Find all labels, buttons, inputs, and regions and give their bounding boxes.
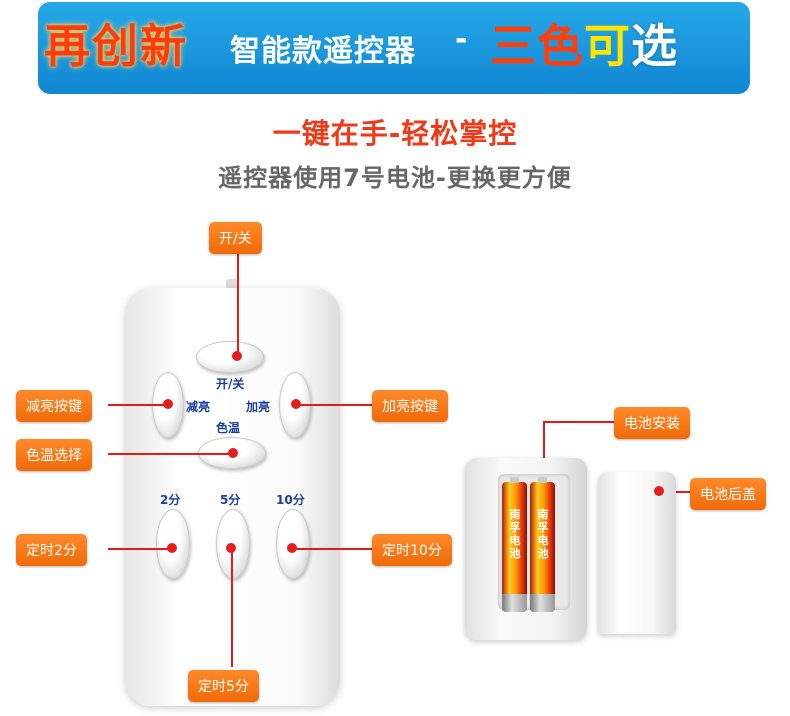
marker-dim [163,399,173,409]
leader-line-timer5 [231,547,233,667]
remote-label-2: 2分 [160,493,181,507]
leader-line-timer2 [108,548,172,550]
remote-label-10: 10分 [276,493,305,507]
headline: 一键在手-轻松掌控 [272,117,518,150]
leader-line-power [237,252,239,354]
timer-2-button [156,509,190,579]
battery-band [502,594,527,612]
callout-timer2: 定时2分 [16,534,87,566]
leader-line-bright [296,404,372,406]
leader-line-color [108,453,232,455]
callout-battery-cover: 电池后盖 [690,478,766,510]
marker-bright [291,399,301,409]
callout-bright: 加亮按键 [372,390,448,422]
callout-power: 开/关 [209,222,262,254]
battery-text: 南孚电池 [537,508,549,560]
power-button [196,341,264,373]
battery-band [530,594,555,612]
marker-cover-dot [654,486,664,496]
battery-terminal [538,477,547,483]
subheadline: 遥控器使用7号电池-更换更方便 [218,164,572,192]
battery-1: 南孚电池 [502,477,527,612]
battery-2: 南孚电池 [530,477,555,612]
leader-line-timer10 [292,548,372,550]
tri-char-2: 色 [537,19,584,73]
tri-char-4: 选 [631,19,678,73]
tri-char-1: 三 [490,19,537,73]
leader-line-install-v [543,421,545,489]
callout-battery-install: 电池安装 [614,407,690,439]
remote-label-dim: 减亮 [186,400,211,414]
battery-text: 南孚电池 [509,508,521,560]
remote-label-5: 5分 [220,493,241,507]
tri-char-3: 可 [584,19,631,73]
callout-dim: 减亮按键 [16,390,92,422]
remote-label-power: 开/关 [216,377,245,391]
marker-timer5 [226,543,236,553]
marker-power [232,351,242,361]
remote-label-bright: 加亮 [246,400,271,414]
marker-timer2 [167,543,177,553]
callout-timer5: 定时5分 [188,670,259,702]
banner-red-title: 再创新 [44,19,188,73]
callout-timer10: 定时10分 [372,534,452,566]
leader-line-dim [108,404,168,406]
marker-color [228,448,238,458]
banner-tri-color-text: 三色可选 [490,10,678,76]
remote-label-color: 色温 [216,421,241,435]
battery-terminal [510,477,519,483]
battery-back-cover [598,472,676,634]
header-banner [38,2,750,94]
leader-line-install-h [543,421,615,423]
banner-dash: - [455,22,468,57]
marker-timer10 [287,543,297,553]
callout-color: 色温选择 [16,439,92,471]
banner-subtitle: 智能款遥控器 [230,34,416,69]
